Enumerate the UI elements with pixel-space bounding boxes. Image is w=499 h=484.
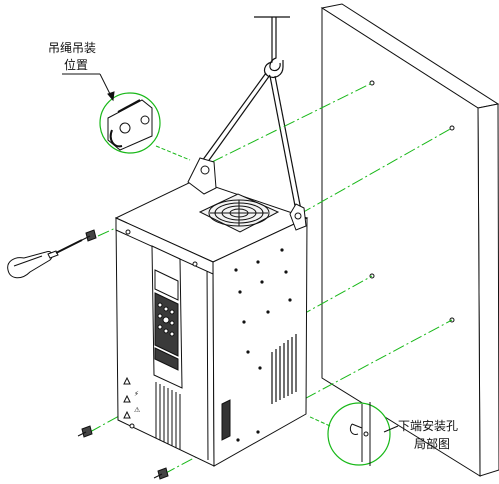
inverter-unit bbox=[114, 179, 309, 467]
lifting-rope bbox=[201, 72, 302, 212]
hook-icon bbox=[254, 16, 290, 79]
side-screws bbox=[234, 248, 292, 442]
leader-line-top bbox=[62, 73, 115, 102]
fan-icon bbox=[198, 193, 280, 233]
front-warning-symbols: ⚡ ⚠ bbox=[123, 376, 141, 419]
lifting-position-label-line1: 吊绳吊装 bbox=[48, 41, 97, 55]
lifting-position-label-line2: 位置 bbox=[64, 58, 89, 72]
front-screws bbox=[125, 229, 198, 429]
svg-text:⚡: ⚡ bbox=[134, 390, 139, 398]
wall-mount-holes bbox=[369, 80, 455, 323]
svg-text:⚠: ⚠ bbox=[134, 406, 141, 414]
side-label-plate bbox=[221, 399, 231, 441]
keypad-icon bbox=[151, 245, 183, 389]
screwdriver-icon bbox=[7, 239, 83, 279]
leader-line-bottom bbox=[383, 425, 399, 433]
lifting-detail-circle bbox=[99, 92, 191, 161]
top-mounting-bracket bbox=[187, 157, 307, 231]
screw-icon bbox=[77, 229, 169, 480]
lower-mounting-hole-label-line1: 下端安装孔 bbox=[398, 419, 459, 433]
mounting-wall bbox=[320, 3, 499, 477]
side-vent-grille bbox=[271, 334, 297, 404]
mounting-hole-detail-circle bbox=[307, 402, 391, 466]
lower-mounting-hole-label-line2: 局部图 bbox=[414, 437, 451, 451]
front-vent-grille bbox=[155, 382, 181, 450]
